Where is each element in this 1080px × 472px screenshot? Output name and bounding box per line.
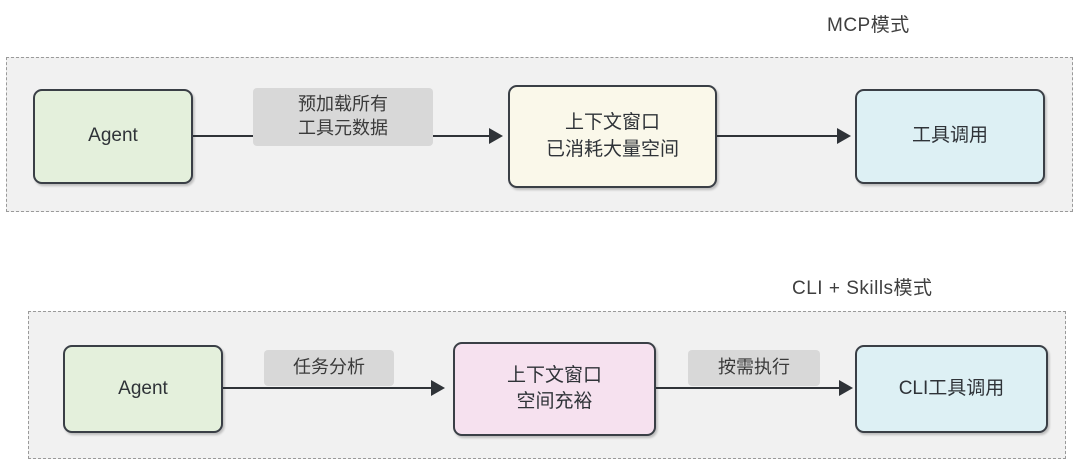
- node-cli-tool-call[interactable]: CLI工具调用: [855, 345, 1048, 433]
- edge-label-on-demand-execution: 按需执行: [688, 350, 820, 386]
- edge-label-preload-tool-metadata: 预加载所有 工具元数据: [253, 88, 433, 146]
- node-context-window-cli-line1: 上下文窗口: [506, 364, 602, 386]
- arrow-context-to-tool-cli-head: [839, 380, 853, 396]
- node-context-window-mcp-line1: 上下文窗口: [564, 112, 660, 134]
- node-tool-call-mcp-label: 工具调用: [911, 125, 988, 147]
- edge-label-task-analysis-text: 任务分析: [293, 357, 365, 378]
- arrow-agent-to-context-cli-head: [431, 380, 445, 396]
- node-agent-mcp-label: Agent: [88, 125, 138, 147]
- node-context-window-mcp[interactable]: 上下文窗口 已消耗大量空间: [508, 85, 717, 188]
- section-title-mcp: MCP模式: [827, 15, 910, 36]
- node-context-window-mcp-line2: 已消耗大量空间: [545, 138, 679, 160]
- arrow-context-to-tool-mcp-head: [837, 128, 851, 144]
- edge-label-on-demand-execution-text: 按需执行: [718, 357, 790, 378]
- arrow-context-to-tool-cli-line: [656, 387, 842, 390]
- node-context-window-cli[interactable]: 上下文窗口 空间充裕: [453, 342, 656, 436]
- edge-label-task-analysis: 任务分析: [264, 350, 394, 386]
- node-tool-call-mcp[interactable]: 工具调用: [855, 89, 1045, 184]
- edge-label-preload-line2: 工具元数据: [298, 118, 388, 138]
- arrow-agent-to-context-cli-line: [223, 387, 434, 390]
- node-cli-tool-call-label: CLI工具调用: [898, 377, 1005, 399]
- node-agent-mcp[interactable]: Agent: [33, 89, 193, 184]
- arrow-context-to-tool-mcp-line: [717, 135, 840, 138]
- arrow-agent-to-context-mcp-head: [489, 128, 503, 144]
- edge-label-preload-line1: 预加载所有: [298, 94, 388, 115]
- node-agent-cli-label: Agent: [118, 377, 168, 399]
- node-agent-cli[interactable]: Agent: [63, 345, 223, 433]
- node-context-window-cli-line2: 空间充裕: [516, 391, 593, 412]
- section-title-cli-skills: CLI + Skills模式: [792, 278, 933, 299]
